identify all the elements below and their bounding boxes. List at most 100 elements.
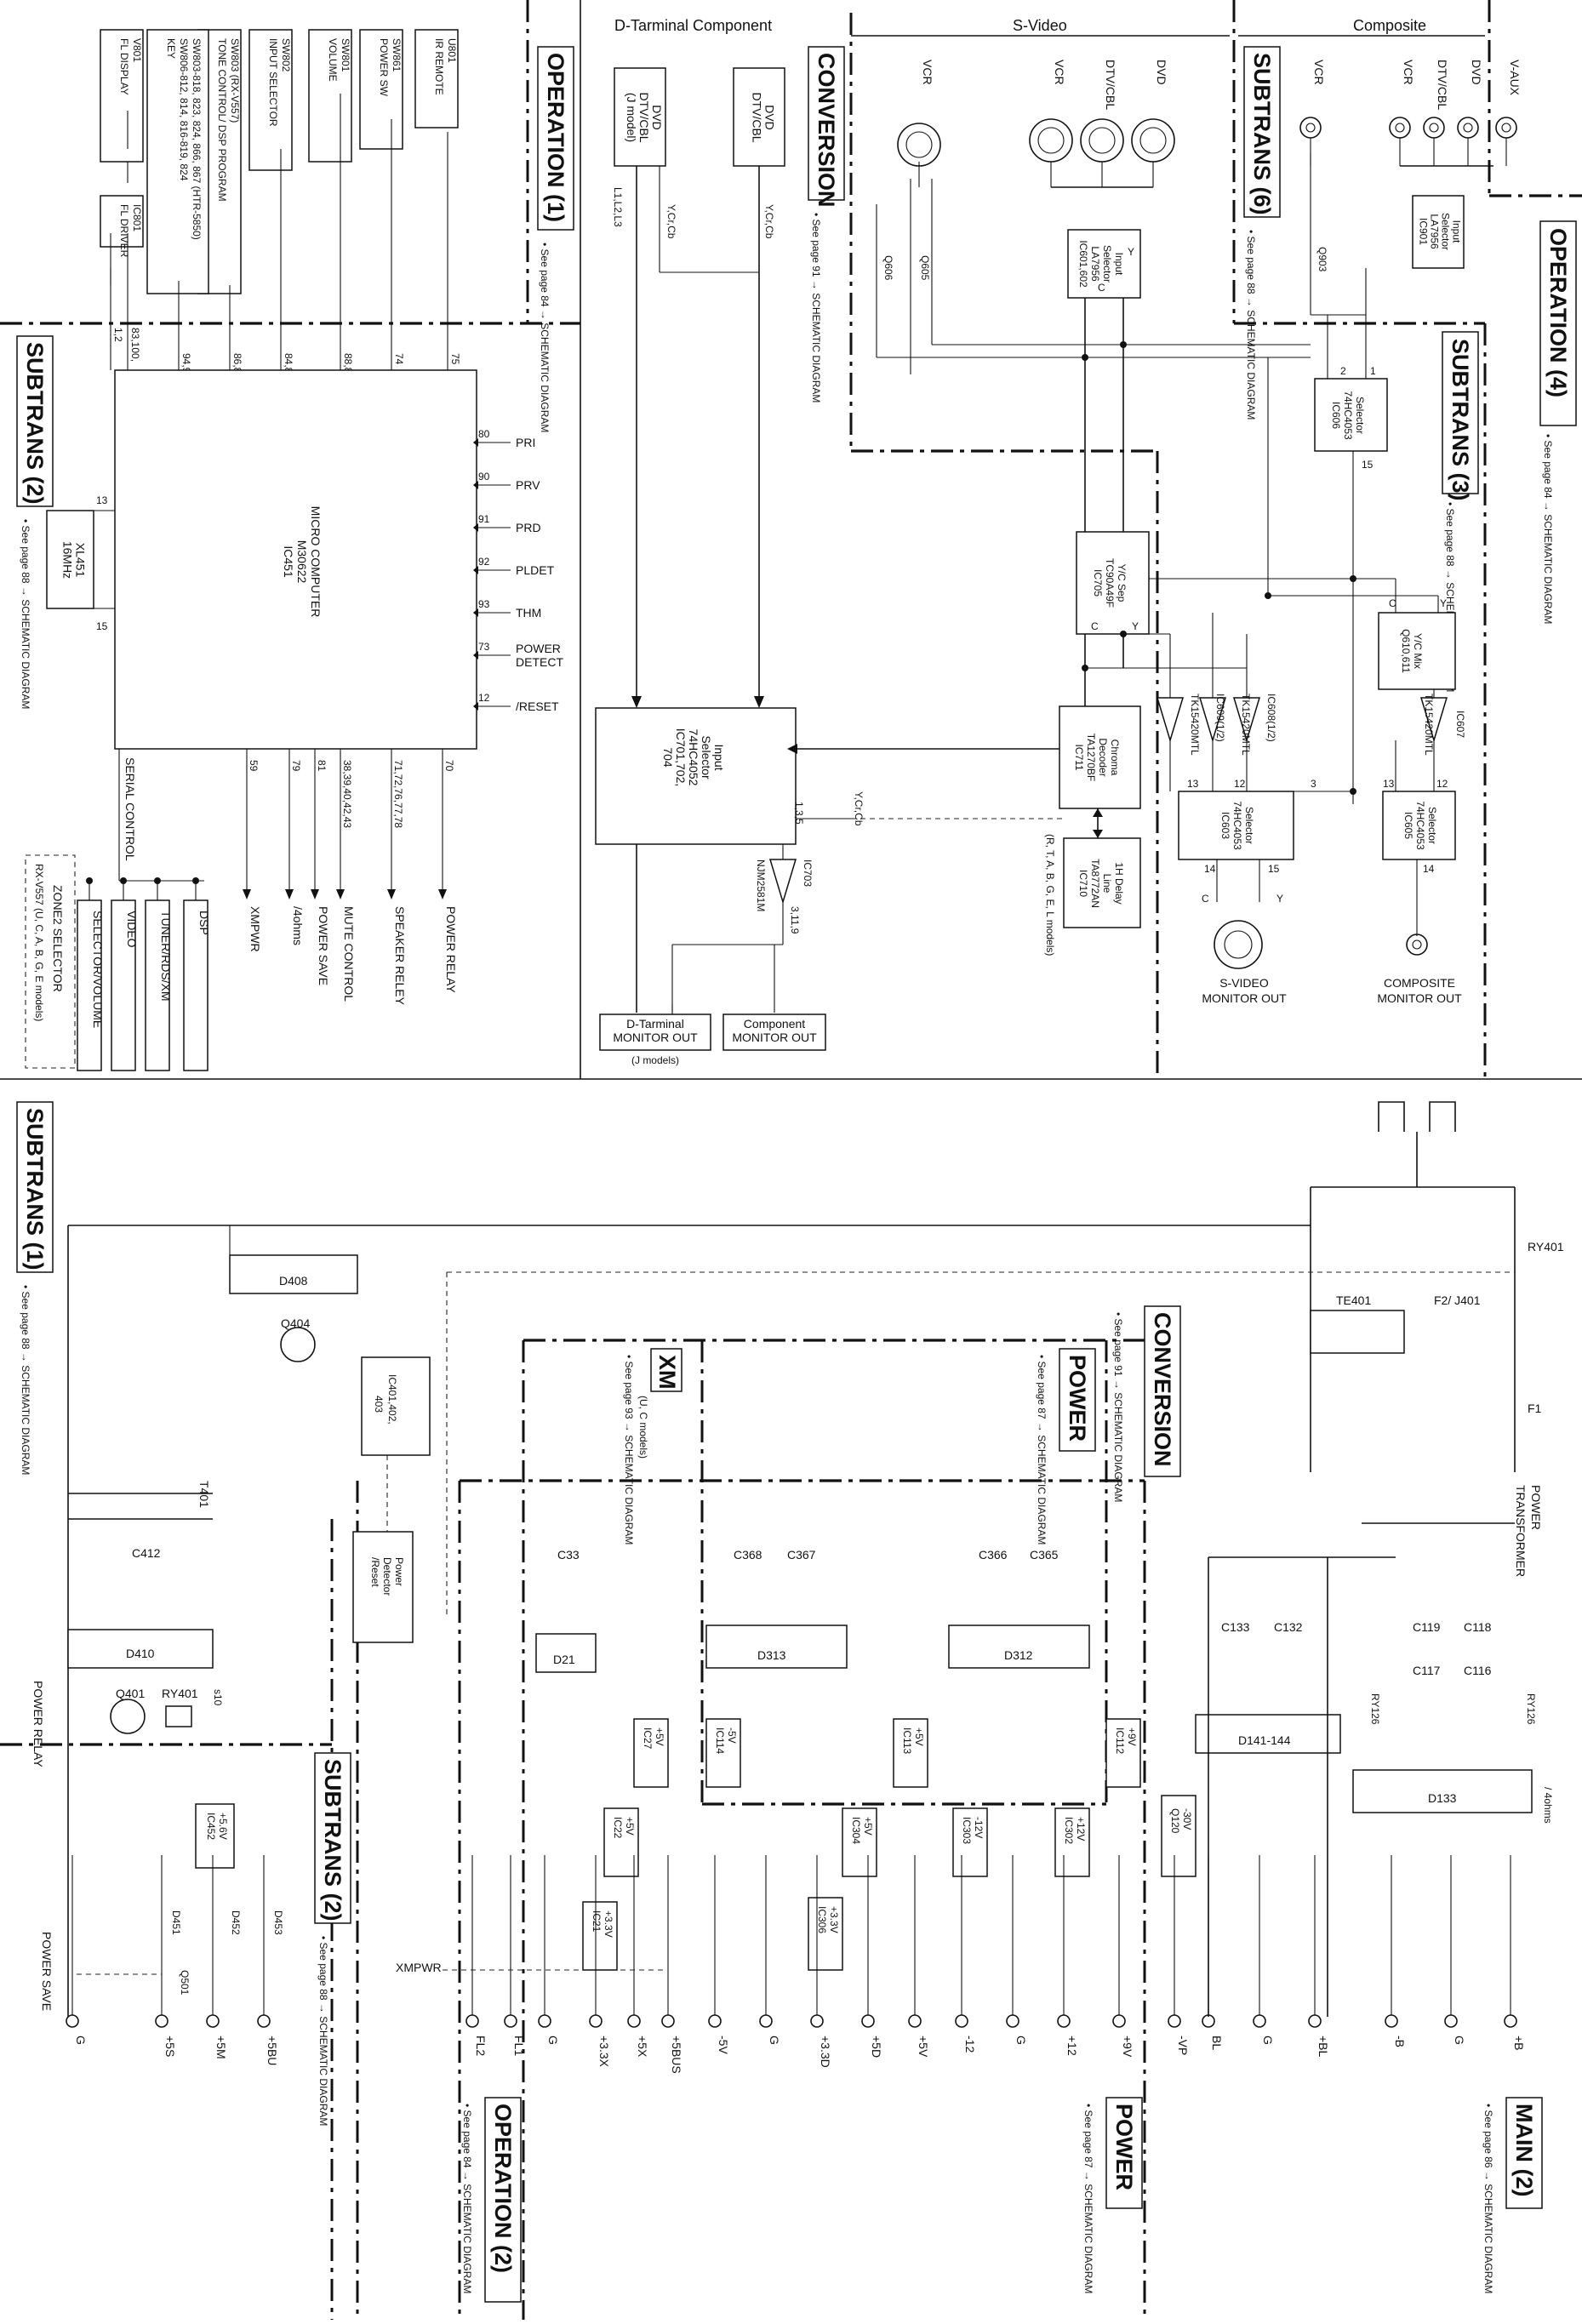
xm-label: XM (U, C models) • See page 93 → SCHEMAT… (623, 1348, 682, 1545)
subtrans1-ref: • See page 88 → SCHEMATIC DIAGRAM (20, 1285, 31, 1475)
micro-input-label-4: THM (516, 606, 541, 620)
ic22-l0: +5V (624, 1817, 636, 1836)
terminal-label-6: G (546, 2036, 560, 2045)
terminal-11: G (759, 1855, 781, 2045)
micro-input-pin-2: 91 (478, 513, 490, 525)
d313-label: D313 (757, 1648, 786, 1662)
power-ref: • See page 87 → SCHEMATIC DIAGRAM (1036, 1355, 1048, 1545)
serial-target-3: SELECTOR/VOLUME (77, 877, 105, 1071)
terminal-label-8: +5X (636, 2036, 649, 2058)
tk3-label: TK15420MTL (1423, 694, 1435, 756)
op-block-rect-5 (146, 29, 209, 294)
micro-output-pins-4: 79 (290, 760, 302, 772)
selector-ic606 (1314, 378, 1388, 452)
c412-label: C412 (132, 1546, 161, 1560)
ic603-pin-3: 3 (1311, 778, 1316, 790)
xm-models: (U, C models) (637, 1396, 649, 1459)
component-monitor-out (722, 1014, 826, 1051)
ic605-pin-14: 14 (1423, 863, 1435, 875)
serial-control: SERIAL CONTROL ZONE2 SELECTOR RX-V557 (U… (25, 749, 204, 1069)
ic27-l0: +5V (654, 1727, 665, 1746)
ic303-l0: -12V (973, 1817, 985, 1838)
operation1-ref: • See page 84 → SCHEMATIC DIAGRAM (539, 243, 551, 432)
video-processing: Selector74HC4053IC606 2 1 15 Y/C SepTC90… (1044, 341, 1466, 1005)
q401 (110, 1699, 146, 1734)
micro-output-label-2: MUTE CONTROL (342, 906, 356, 1002)
pin-label-6: 83,100, (129, 328, 141, 362)
terminal-18: +9V (1112, 1855, 1134, 2058)
delay-line-models: (R, T, A, B, G, E, L models) (1044, 834, 1056, 956)
micro-output-pins-1: 71,72,76,77,78 (392, 760, 404, 828)
d408-label: D408 (279, 1274, 308, 1288)
c119-label: C119 (1413, 1620, 1441, 1634)
c118-label: C118 (1464, 1620, 1492, 1634)
q120-l0: -30V (1181, 1808, 1193, 1830)
xmpwr-label: XMPWR (396, 1961, 442, 1974)
ic603-pin-14: 14 (1204, 863, 1216, 875)
d410 (67, 1629, 214, 1669)
ic114-l1: IC114 (714, 1727, 726, 1754)
svideo-out-label: S-VIDEO (1219, 976, 1269, 990)
composite-jack-label-1: DVD (1470, 60, 1483, 85)
terminal-19: -VP (1168, 1855, 1190, 2055)
ic703-part: NJM2581M (755, 859, 767, 911)
tk2-label: TK15420MTL (1240, 694, 1252, 756)
terminal-label-5: FL1 (512, 2036, 526, 2056)
q404 (280, 1327, 316, 1362)
composite-input-selector (1412, 195, 1465, 269)
composite-selector-label: InputSelectorLA7956IC901 (1418, 213, 1463, 250)
composite-jack-4: VCR (1299, 60, 1326, 166)
d312 (948, 1625, 1090, 1669)
micro-input-pin-1: 90 (478, 471, 490, 483)
ic401-label-2: 403 (373, 1396, 385, 1413)
ic603-pin-15: 15 (1268, 863, 1280, 875)
d133 (1352, 1769, 1533, 1813)
ic112-l1: IC112 (1114, 1727, 1126, 1754)
terminal-label-3: +5BU (266, 2036, 279, 2065)
subtrans6-title: SUBTRANS (6) (1249, 53, 1275, 215)
ry126a-label: RY126 (1369, 1693, 1381, 1725)
ic302-l1: IC302 (1063, 1817, 1075, 1844)
dvd-dtv-jmodel-block (614, 67, 666, 167)
terminal-label-18: +9V (1121, 2036, 1134, 2058)
ptrans-l0: POWER (1529, 1485, 1543, 1530)
c133-label: C133 (1221, 1620, 1250, 1634)
op-block-label-5: KEYSW806-812, 814, 816-819, 824SW803-818… (165, 38, 203, 240)
power-detector-reset (352, 1531, 414, 1643)
subtrans3-title: SUBTRANS (3) (1448, 339, 1473, 501)
d451-label: D451 (170, 1910, 182, 1935)
d141-144 (1195, 1714, 1341, 1754)
operation4-ref: • See page 84 → SCHEMATIC DIAGRAM (1542, 434, 1554, 624)
operation2-title: OPERATION (2) (490, 2104, 516, 2273)
dterminal-out-label: D-Tarminal (626, 1017, 684, 1031)
q120 (1161, 1795, 1196, 1877)
main2-ref: • See page 86 → SCHEMATIC DIAGRAM (1482, 2104, 1494, 2293)
s10-label: s10 (212, 1689, 224, 1706)
composite-out-label-2: MONITOR OUT (1377, 991, 1462, 1005)
op-block-label-4: TONE CONTROL/ DSP PROGRAMSW803 (RX-V557) (216, 38, 241, 202)
ac-plug-icon (1378, 1101, 1456, 1132)
conversion-label: CONVERSION • See page 91 → SCHEMATIC DIA… (808, 46, 845, 403)
serial-target-label-3: SELECTOR/VOLUME (91, 911, 105, 1028)
terminal-6: G (538, 1855, 560, 2045)
terminal-4: FL2 (465, 1855, 488, 2056)
terminal-label-15: -12 (963, 2036, 977, 2053)
terminal-22: +BL (1308, 1855, 1330, 2058)
xm-title: XM (654, 1355, 680, 1390)
power-bottom-title: POWER (1111, 2104, 1137, 2190)
conversion-ref: • See page 91 → SCHEMATIC DIAGRAM (810, 213, 822, 403)
ic452 (195, 1803, 235, 1869)
dvd-dtv-block (733, 67, 785, 167)
chroma-decoder-ic711 (1059, 705, 1141, 809)
te401-label: TE401 (1336, 1293, 1371, 1307)
svideo-out-jack (1214, 920, 1263, 969)
subtrans2-top-label: SUBTRANS (2) • See page 88 → SCHEMATIC D… (16, 335, 54, 709)
micro-input-pin-4: 93 (478, 598, 490, 610)
